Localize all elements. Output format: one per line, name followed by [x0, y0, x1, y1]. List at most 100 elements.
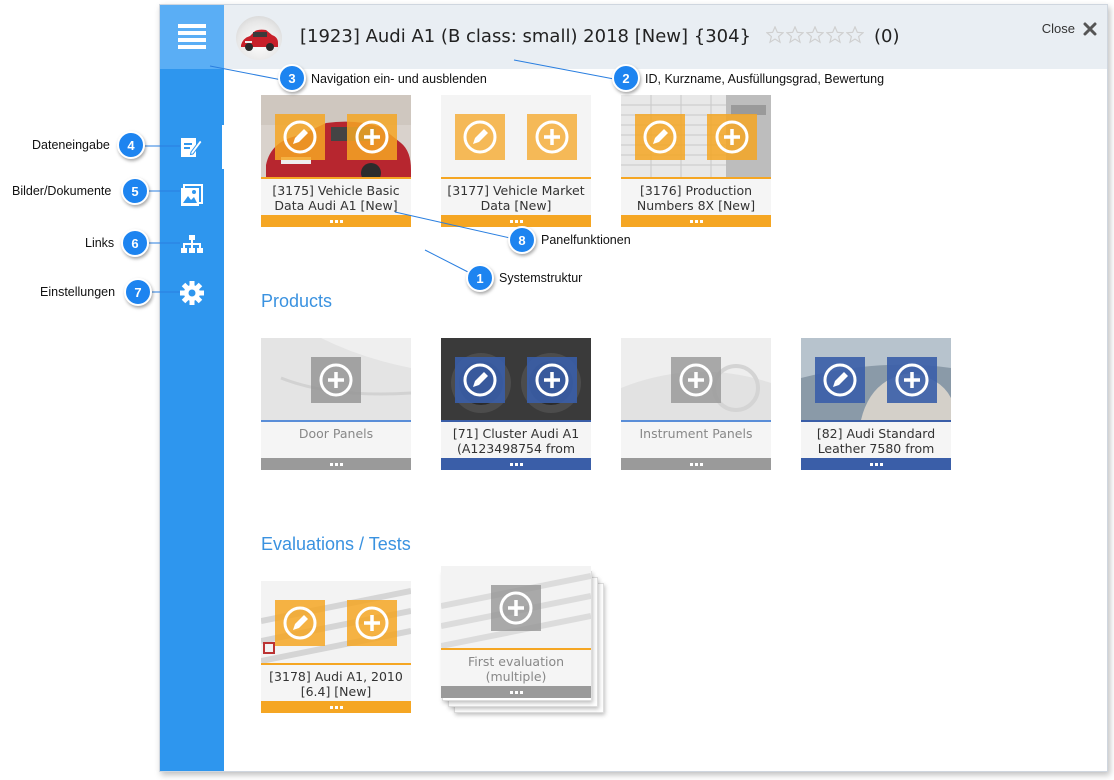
hamburger-icon — [178, 24, 206, 49]
callout-label: Navigation ein- und ausblenden — [311, 72, 487, 86]
callout-label: ID, Kurzname, Ausfüllungsgrad, Bewertung — [645, 72, 885, 86]
callout-badge: 5 — [121, 177, 149, 205]
car-thumbnail — [236, 16, 282, 60]
tile-more-bar[interactable] — [621, 215, 771, 227]
plus-circle-icon — [715, 120, 749, 154]
add-button[interactable] — [347, 600, 397, 646]
add-button[interactable] — [491, 585, 541, 631]
record-title: [1923] Audi A1 (B class: small) 2018 [Ne… — [300, 26, 752, 47]
add-button[interactable] — [347, 114, 397, 160]
panel-tile[interactable]: [71] Cluster Audi A1 (A123498754 from — [441, 338, 591, 470]
close-button[interactable]: Close — [1042, 21, 1097, 36]
tile-separator — [441, 177, 591, 179]
tile-separator — [621, 420, 771, 422]
pencil-circle-icon — [463, 120, 497, 154]
callout-badge: 3 — [278, 64, 306, 92]
callout-badge: 2 — [612, 64, 640, 92]
callout-badge: 4 — [117, 131, 145, 159]
pencil-circle-icon — [823, 363, 857, 397]
panel-tile[interactable]: [3176] Production Numbers 8X [New] — [621, 95, 771, 227]
tile-label: [82] Audi Standard Leather 7580 from — [801, 422, 951, 458]
close-label: Close — [1041, 21, 1075, 36]
pencil-circle-icon — [463, 363, 497, 397]
tile-more-bar[interactable] — [621, 458, 771, 470]
tile-more-bar[interactable] — [801, 458, 951, 470]
plus-circle-icon — [535, 120, 569, 154]
callout-badge: 1 — [466, 264, 494, 292]
add-button[interactable] — [311, 357, 361, 403]
tile-more-bar[interactable] — [261, 701, 411, 713]
panel-tile[interactable]: Instrument Panels — [621, 338, 771, 470]
edit-button[interactable] — [635, 114, 685, 160]
edit-document-icon — [181, 138, 203, 157]
star-icon[interactable] — [846, 26, 864, 44]
add-button[interactable] — [527, 357, 577, 403]
tile-separator — [621, 177, 771, 179]
tile-label: [3176] Production Numbers 8X [New] — [621, 179, 771, 215]
edit-button[interactable] — [275, 114, 325, 160]
add-button[interactable] — [707, 114, 757, 160]
tile-label: Instrument Panels — [621, 422, 771, 458]
tile-more-bar[interactable] — [441, 215, 591, 227]
tile-separator — [441, 648, 591, 650]
tile-separator — [261, 663, 411, 665]
star-icon[interactable] — [806, 26, 824, 44]
plus-circle-icon — [355, 606, 389, 640]
callout-label: Einstellungen — [40, 285, 116, 299]
sitemap-icon — [181, 235, 203, 253]
rating-stars[interactable] — [766, 26, 864, 44]
callout-badge: 8 — [508, 226, 536, 254]
plus-circle-icon — [679, 363, 713, 397]
callout-badge: 7 — [124, 278, 152, 306]
section-title-products: Products — [261, 291, 333, 311]
sidebar-item-links[interactable] — [160, 223, 224, 267]
star-icon[interactable] — [766, 26, 784, 44]
image-gallery-icon — [181, 184, 203, 206]
gear-icon — [180, 281, 204, 305]
tile-more-bar[interactable] — [441, 458, 591, 470]
panel-tile[interactable]: [82] Audi Standard Leather 7580 from — [801, 338, 951, 470]
rating-count: (0) — [874, 26, 900, 47]
edit-button[interactable] — [455, 114, 505, 160]
star-icon[interactable] — [826, 26, 844, 44]
tile-more-bar[interactable] — [441, 686, 591, 698]
callout-label: Bilder/Dokumente — [12, 184, 112, 198]
add-button[interactable] — [671, 357, 721, 403]
callout-label: Panelfunktionen — [541, 233, 631, 247]
edit-button[interactable] — [455, 357, 505, 403]
panel-tile[interactable]: [3178] Audi A1, 2010 [6.4] [New] — [261, 581, 411, 713]
callout-label: Links — [85, 236, 115, 250]
tile-separator — [261, 177, 411, 179]
sidebar-item-settings[interactable] — [160, 271, 224, 315]
menu-toggle-button[interactable] — [160, 5, 224, 69]
record-header: [1923] Audi A1 (B class: small) 2018 [Ne… — [224, 5, 1107, 69]
panel-tile[interactable]: [3177] Vehicle Market Data [New] — [441, 95, 591, 227]
plus-circle-icon — [895, 363, 929, 397]
panel-tile[interactable]: [3175] Vehicle Basic Data Audi A1 [New] — [261, 95, 411, 227]
tile-label: First evaluation (multiple) — [441, 650, 591, 686]
pencil-circle-icon — [283, 120, 317, 154]
tile-more-bar[interactable] — [261, 458, 411, 470]
tile-separator — [441, 420, 591, 422]
sidebar-item-images-documents[interactable] — [160, 173, 224, 217]
panel-tile[interactable]: Door Panels — [261, 338, 411, 470]
pencil-circle-icon — [643, 120, 677, 154]
plus-circle-icon — [319, 363, 353, 397]
system-structure: [3175] Vehicle Basic Data Audi A1 [New] … — [224, 69, 1107, 771]
app-window: [1923] Audi A1 (B class: small) 2018 [Ne… — [159, 4, 1108, 772]
callout-label: Dateneingabe — [32, 138, 110, 152]
sidebar-item-data-entry[interactable] — [160, 125, 224, 169]
edit-button[interactable] — [275, 600, 325, 646]
tile-separator — [261, 420, 411, 422]
tile-label: [71] Cluster Audi A1 (A123498754 from — [441, 422, 591, 458]
car-image-icon — [241, 29, 278, 51]
edit-button[interactable] — [815, 357, 865, 403]
tile-more-bar[interactable] — [261, 215, 411, 227]
pencil-circle-icon — [283, 606, 317, 640]
add-button[interactable] — [887, 357, 937, 403]
panel-tile-multiple[interactable]: First evaluation (multiple) — [441, 566, 591, 698]
add-button[interactable] — [527, 114, 577, 160]
star-icon[interactable] — [786, 26, 804, 44]
tile-label: [3177] Vehicle Market Data [New] — [441, 179, 591, 215]
